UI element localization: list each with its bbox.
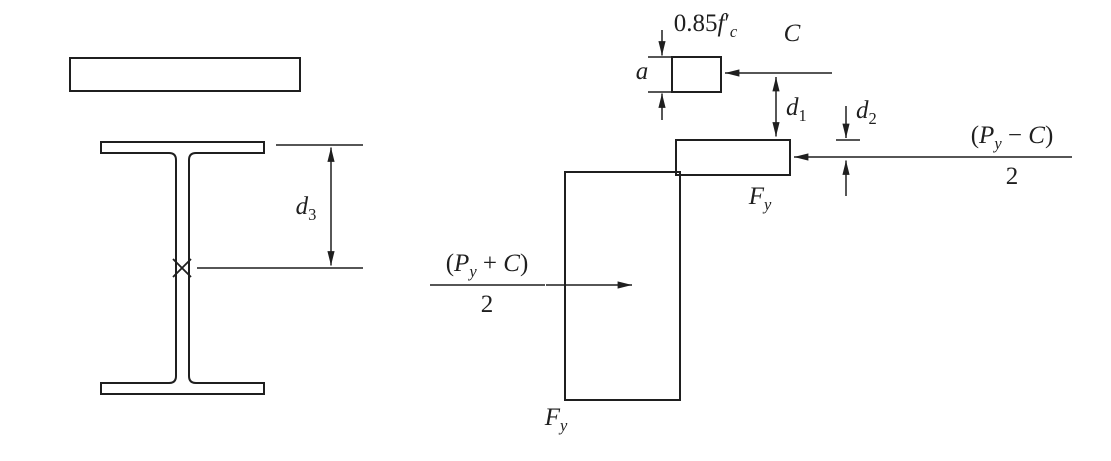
concrete-stress-label: 0.85f′c (673, 10, 738, 41)
py-minus-c-numerator: (Py − C) (970, 122, 1054, 153)
py-plus-c-numerator: (Py + C) (445, 250, 529, 281)
dim-a-label: a (635, 58, 649, 85)
dim-d3-label: d3 (295, 193, 317, 224)
py-minus-c-denominator: 2 (1005, 163, 1019, 190)
steel-top-stress-block (675, 139, 791, 176)
force-c-label: C (783, 20, 801, 47)
fy-bottom-label: Fy (544, 404, 568, 435)
concrete-compression-block (671, 56, 722, 93)
concrete-slab (69, 57, 301, 92)
steel-web-stress-block (564, 171, 681, 401)
dim-d1-label: d1 (786, 94, 807, 125)
dim-d2-label: d2 (856, 97, 877, 128)
fy-top-label: Fy (748, 183, 772, 214)
py-plus-c-denominator: 2 (480, 291, 494, 318)
centroid-x-mark (172, 258, 192, 278)
i-beam-outline (100, 141, 265, 395)
